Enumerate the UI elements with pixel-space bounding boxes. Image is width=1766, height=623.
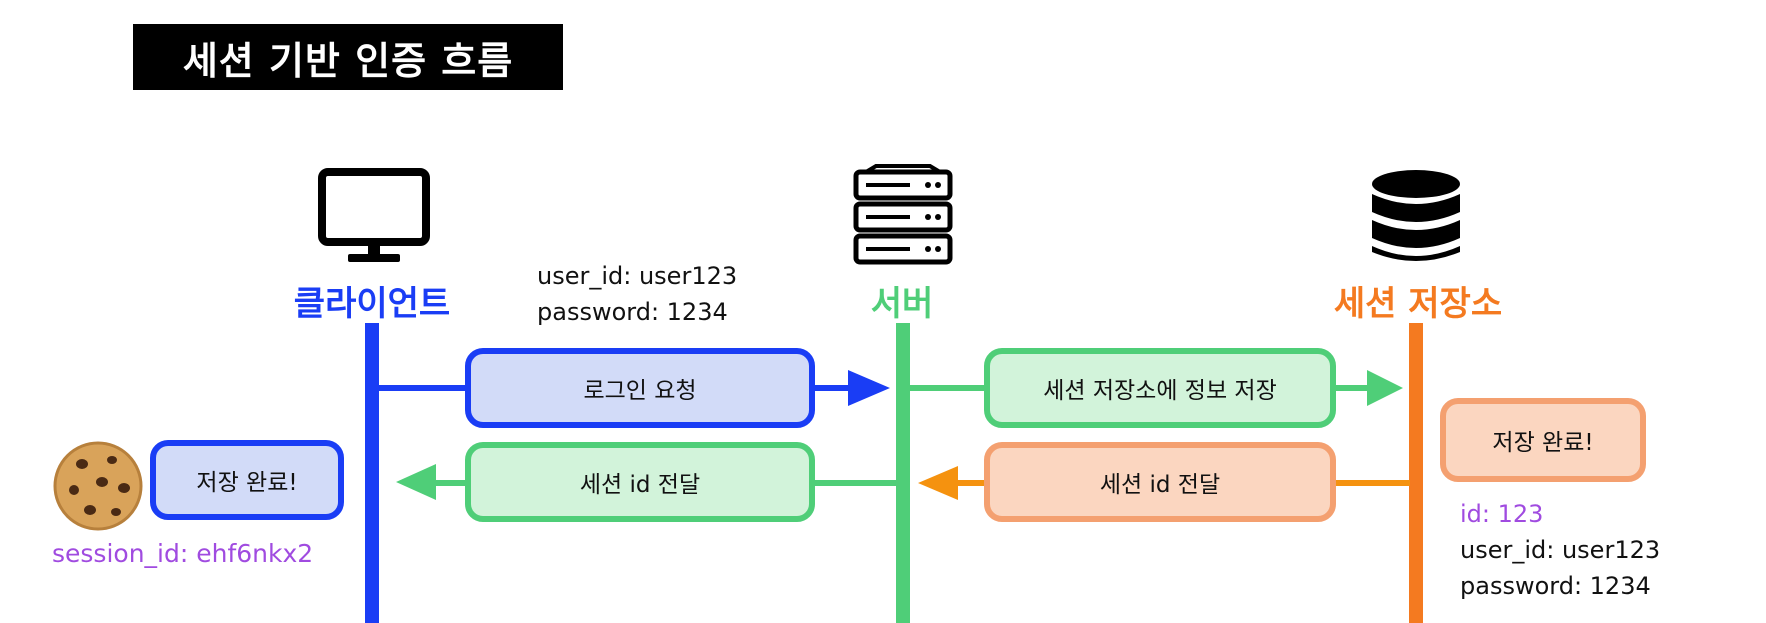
client-session-id-value: session_id: ehf6nkx2	[52, 539, 314, 568]
store-saved-box: 저장 완료!	[1440, 398, 1646, 482]
server-session-arrowhead	[918, 466, 958, 500]
database-icon	[1372, 170, 1460, 261]
client-lane-label: 클라이언트	[293, 284, 451, 324]
server-lifeline	[896, 323, 910, 623]
login-user-id: user_id: user123	[537, 262, 738, 290]
server-rack-icon	[853, 164, 953, 265]
save-to-store-box: 세션 저장소에 정보 저장	[984, 348, 1336, 428]
server-session-connector	[1336, 480, 1410, 486]
login-connector	[379, 385, 471, 391]
save-arrow-shaft	[1336, 385, 1370, 391]
monitor-icon	[318, 168, 430, 262]
store-record: id: 123 user_id: user123 password: 1234	[1460, 496, 1660, 604]
login-request-box: 로그인 요청	[465, 348, 815, 428]
server-session-shaft	[956, 480, 990, 486]
save-connector	[910, 385, 990, 391]
save-arrowhead	[1367, 370, 1403, 406]
login-arrow-shaft	[815, 385, 851, 391]
client-saved-box: 저장 완료!	[150, 440, 344, 520]
login-password: password: 1234	[537, 298, 728, 326]
store-lifeline	[1409, 323, 1423, 623]
store-record-user-id: user_id: user123	[1460, 536, 1661, 564]
page-title: 세션 기반 인증 흐름	[133, 24, 563, 90]
client-session-id-box: 세션 id 전달	[465, 442, 815, 522]
client-session-shaft	[434, 480, 470, 486]
client-session-connector	[815, 480, 897, 486]
client-lifeline	[365, 323, 379, 623]
server-session-id-box: 세션 id 전달	[984, 442, 1336, 522]
server-lane-label: 서버	[870, 284, 934, 324]
login-credentials: user_id: user123 password: 1234	[537, 258, 737, 330]
store-record-id: id: 123	[1460, 500, 1544, 528]
client-session-arrowhead	[396, 464, 436, 500]
store-record-password: password: 1234	[1460, 572, 1651, 600]
store-lane-label: 세션 저장소	[1333, 284, 1503, 324]
cookie-icon	[53, 441, 143, 531]
login-arrowhead	[848, 370, 890, 406]
